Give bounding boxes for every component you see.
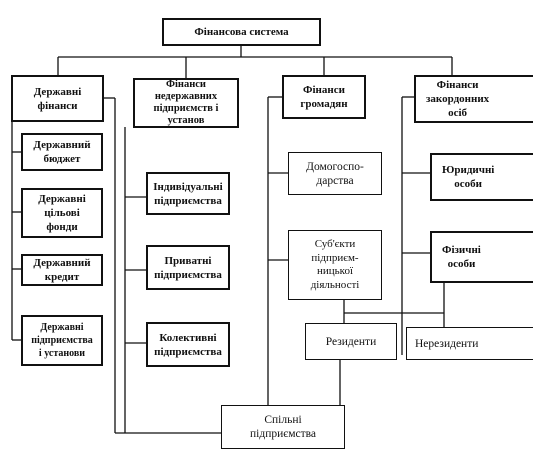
individual-enterprises-box: Індивідуальні підприємства	[146, 172, 230, 215]
households-box: Домогоспо- дарства	[288, 152, 382, 195]
joint-enterprises-box: Спільні підприємства	[221, 405, 345, 449]
collective-enterprises-box: Колективні підприємства	[146, 322, 230, 367]
nonstate-finances-header: Фінанси недержавних підприємств і устано…	[133, 78, 239, 128]
nonresidents-box: Нерезиденти	[406, 327, 533, 360]
root-box: Фінансова система	[162, 18, 321, 46]
citizens-finances-header: Фінанси громадян	[282, 75, 366, 119]
state-target-funds-box: Державні цільові фонди	[21, 188, 103, 238]
residents-box: Резиденти	[305, 323, 397, 360]
state-credit-box: Державний кредит	[21, 254, 103, 286]
business-entities-box: Суб'єкти підприєм- ницької діяльності	[288, 230, 382, 300]
state-enterprises-box: Державні підприємства і установи	[21, 315, 103, 366]
legal-entities-box: Юридичні особи	[430, 153, 533, 201]
state-finances-header: Державні фінанси	[11, 75, 104, 122]
foreign-finances-header: Фінанси закордонних осіб	[414, 75, 533, 123]
individuals-box: Фізичні особи	[430, 231, 533, 283]
private-enterprises-box: Приватні підприємства	[146, 245, 230, 290]
state-budget-box: Державний бюджет	[21, 133, 103, 171]
